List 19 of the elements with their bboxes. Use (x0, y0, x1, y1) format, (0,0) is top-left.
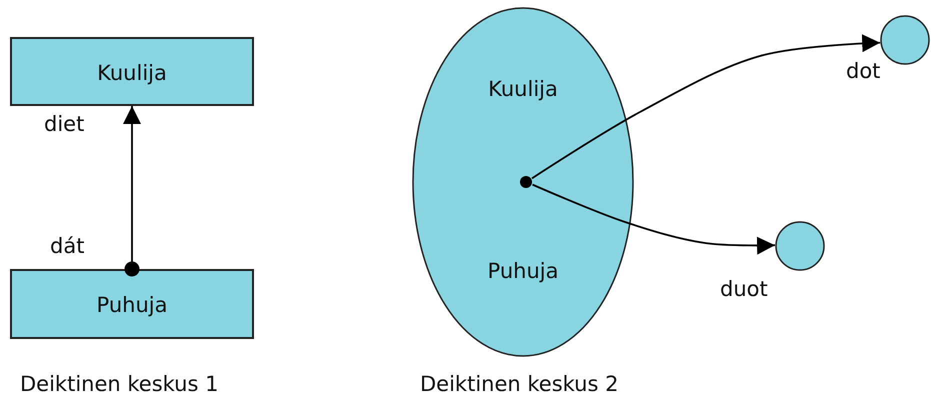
circle-node (880, 15, 930, 65)
caption-text: Deiktinen keskus 2 (420, 372, 618, 396)
node-label: Puhuja (486, 259, 560, 283)
term-label: dát (50, 234, 84, 258)
arrow (532, 184, 776, 255)
term-label: dot (846, 59, 880, 83)
rectangle-box (10, 269, 254, 339)
term-label: duot (720, 277, 768, 301)
term-label: diet (44, 112, 84, 136)
rectangle-box (10, 37, 254, 106)
node-label: Kuulija (487, 77, 559, 101)
point-dot (519, 175, 533, 189)
node-label: Puhuja (96, 293, 168, 317)
circle-node (775, 221, 825, 271)
ellipse-area (412, 7, 634, 357)
arrow (123, 106, 141, 276)
node-label: Kuulija (96, 61, 168, 85)
caption-text: Deiktinen keskus 1 (20, 372, 218, 396)
arrow (531, 34, 880, 180)
